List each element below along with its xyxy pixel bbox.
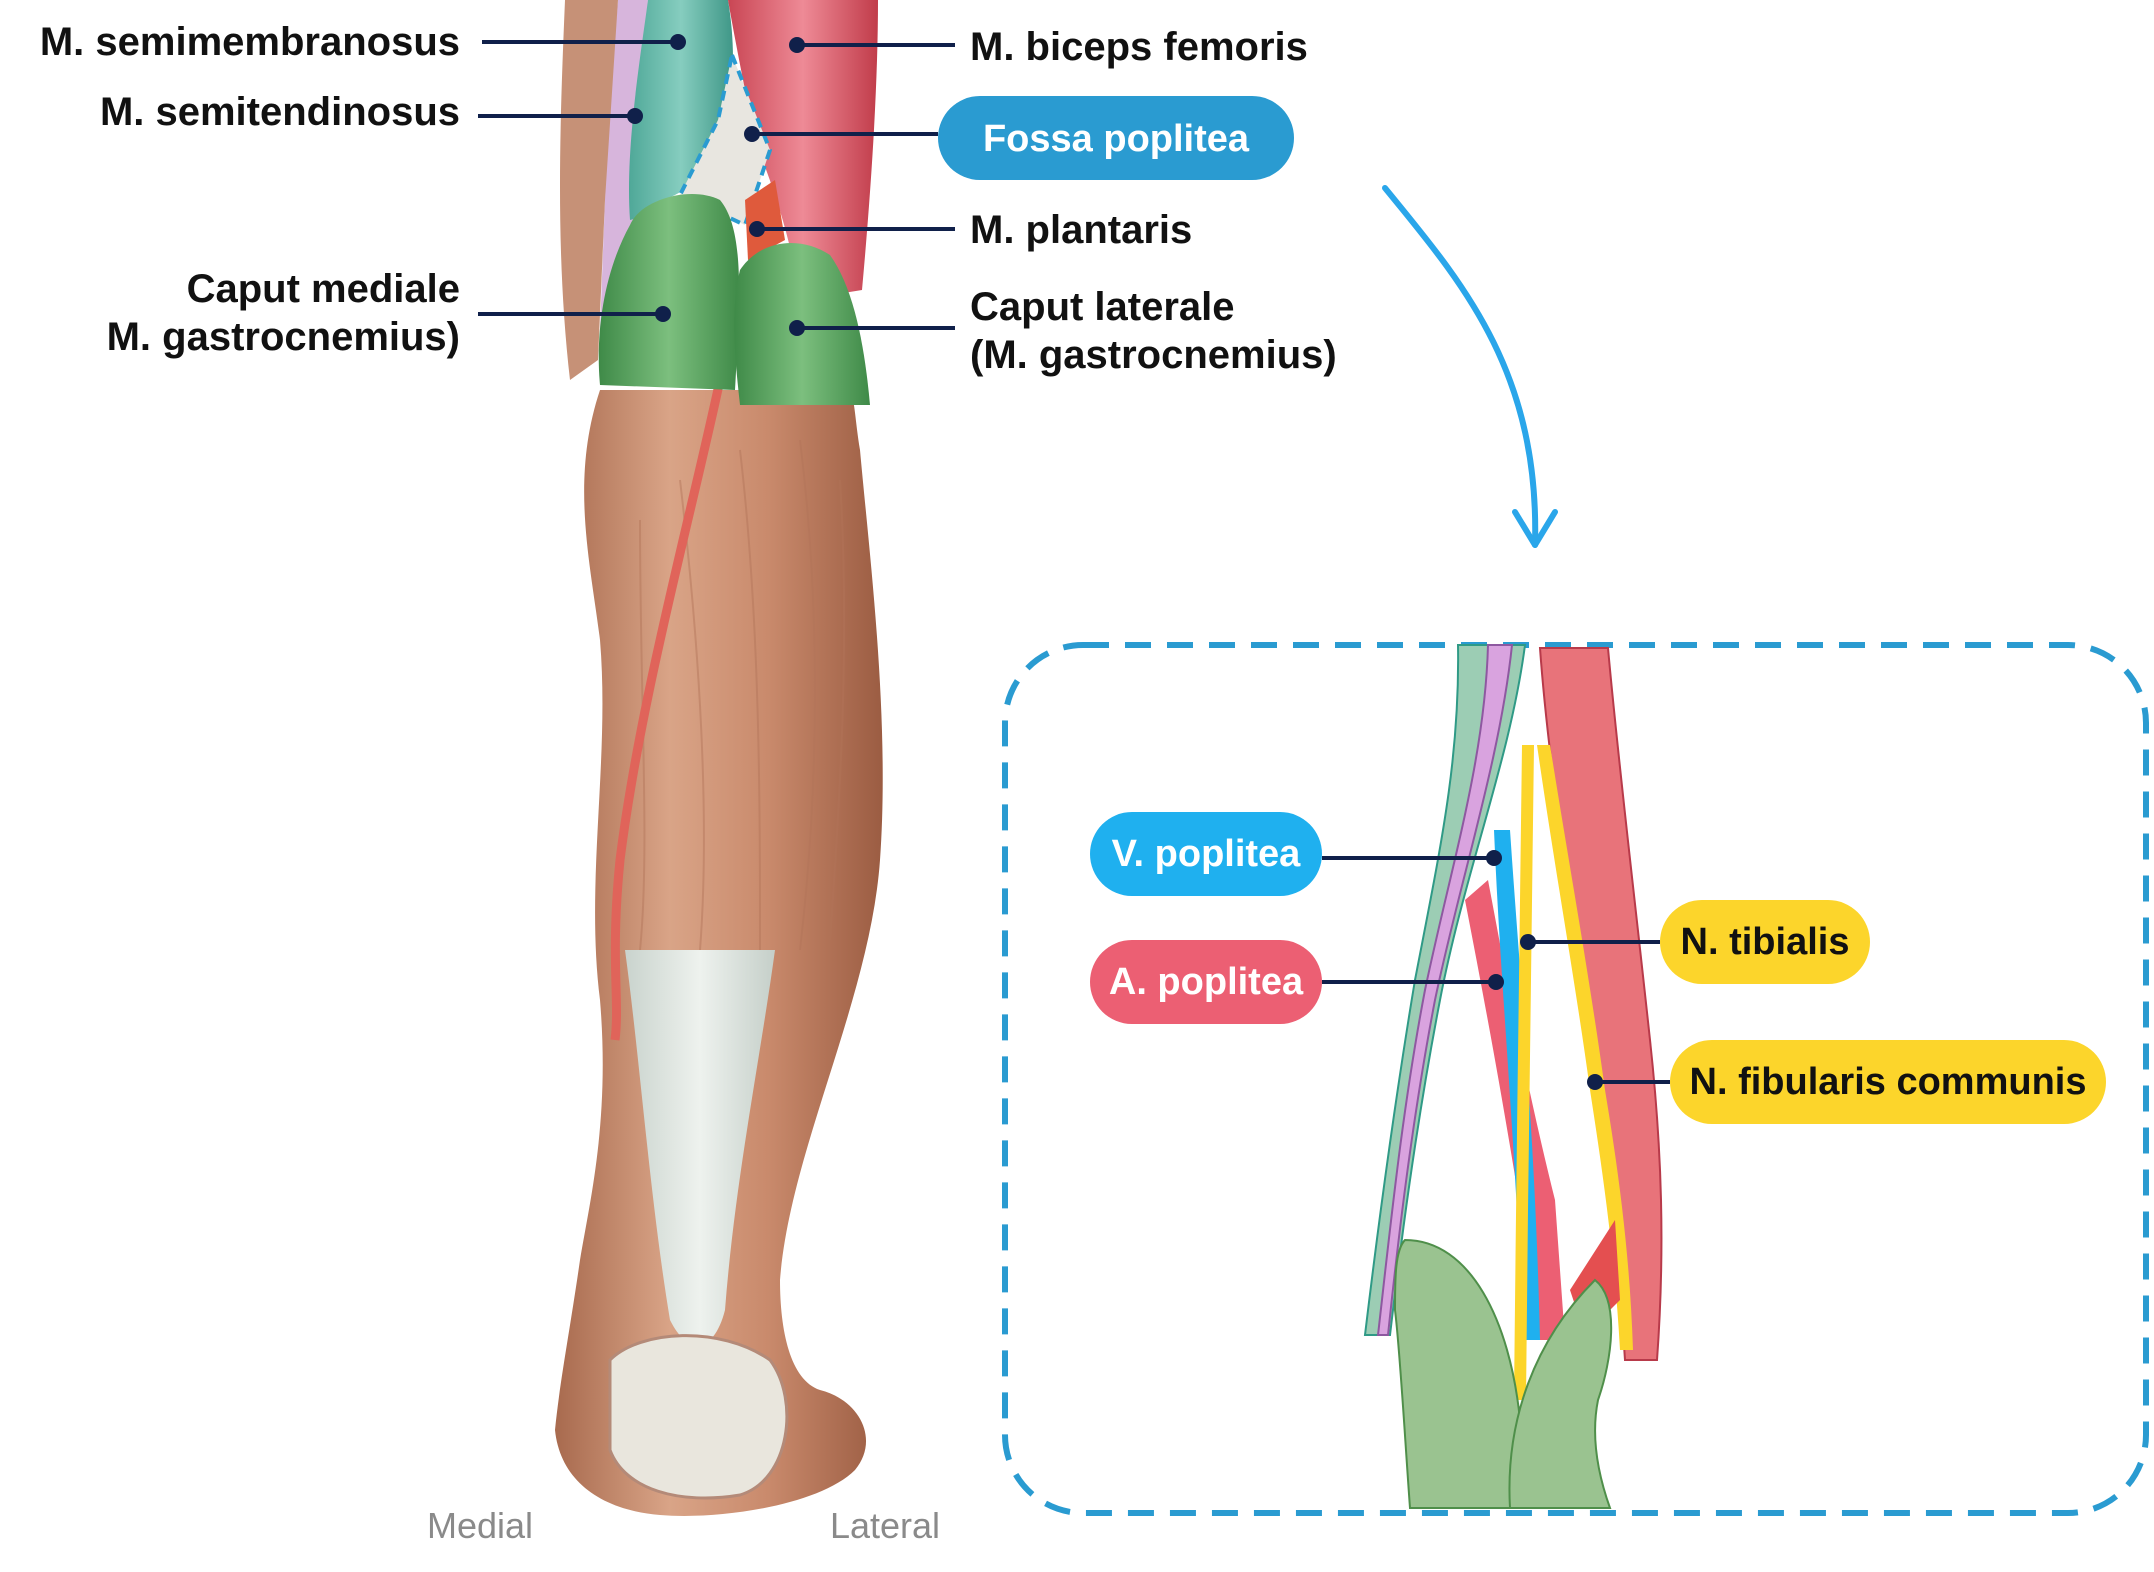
- label-caput-laterale-2: (M. gastrocnemius): [970, 333, 1337, 377]
- label-caput-mediale-2: M. gastrocnemius): [107, 315, 460, 359]
- inset-semitendinosus: [1376, 644, 1514, 1336]
- caput-mediale-muscle: [598, 194, 740, 390]
- label-semimembranosus: M. semimembranosus: [40, 20, 460, 64]
- label-medial: Medial: [427, 1505, 533, 1546]
- label-fossa-poplitea: Fossa poplitea: [983, 118, 1250, 160]
- label-biceps-femoris: M. biceps femoris: [970, 25, 1308, 69]
- n-tibialis-pill: N. tibialis: [1660, 900, 1870, 984]
- leg-illustration: [555, 0, 883, 1516]
- curved-arrow: [1382, 185, 1558, 548]
- n-fibularis-pill: N. fibularis communis: [1670, 1040, 2106, 1124]
- inset-caput-laterale: [1508, 1278, 1613, 1509]
- a-poplitea-pill: A. poplitea: [1090, 940, 1322, 1024]
- plantaris-tendon: [610, 379, 725, 1041]
- label-v-poplitea: V. poplitea: [1112, 833, 1302, 875]
- biceps-femoris-muscle: [728, 0, 878, 300]
- plantaris-muscle: [745, 180, 785, 260]
- muscle-fibres: [639, 439, 846, 951]
- label-plantaris: M. plantaris: [970, 208, 1192, 252]
- inset-tibial-nerve: [1514, 745, 1534, 1400]
- label-semitendinosus: M. semitendinosus: [100, 90, 460, 134]
- left-labels: M. semimembranosus M. semitendinosus Cap…: [40, 20, 686, 359]
- label-caput-laterale-1: Caput laterale: [970, 285, 1235, 329]
- right-labels: M. biceps femoris Fossa poplitea M. plan…: [744, 25, 1337, 377]
- fossa-poplitea-pill: Fossa poplitea: [938, 96, 1294, 180]
- v-poplitea-pill: V. poplitea: [1090, 812, 1322, 896]
- label-n-fibularis: N. fibularis communis: [1690, 1061, 2087, 1103]
- inset-caput-mediale: [1393, 1238, 1522, 1509]
- label-caput-mediale-1: Caput mediale: [187, 267, 460, 311]
- inset-vein: [1494, 830, 1540, 1340]
- inset-fibular-nerve: [1537, 745, 1633, 1350]
- heel: [608, 1334, 789, 1500]
- inset-panel: V. poplitea A. poplitea N. tibialis N. f…: [1002, 642, 2149, 1516]
- thigh-side: [560, 0, 618, 380]
- label-lateral: Lateral: [830, 1505, 940, 1546]
- label-a-poplitea: A. poplitea: [1109, 961, 1304, 1003]
- label-n-tibialis: N. tibialis: [1681, 921, 1850, 963]
- achilles-tendon: [625, 950, 775, 1346]
